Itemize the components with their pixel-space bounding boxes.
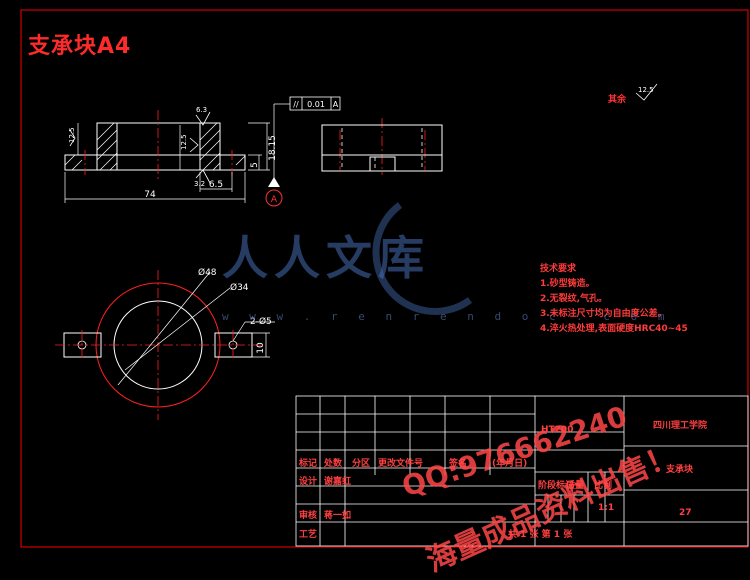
roughness-symbols	[69, 83, 658, 184]
dim-diameter-48: Ø48	[198, 267, 217, 278]
tolerance-datum: A	[333, 100, 339, 109]
title-block-stage-mark: 阶段标记	[538, 481, 575, 491]
title-block-cell: 蒋一如	[324, 511, 352, 521]
title-block-cell: 处数	[324, 459, 343, 469]
dim-step: 5	[250, 162, 260, 168]
tech-requirement-item: 4.淬火热处理,表面硬度HRC40~45	[540, 324, 688, 334]
title-block-cell: (年月日)	[492, 459, 528, 469]
tolerance-symbol: //	[293, 100, 299, 109]
tolerance-frame: // 0.01 A	[289, 96, 341, 111]
title-block-drawing-no: 27	[679, 508, 692, 518]
drawing-canvas: A // 0.01 A 6.3 12.5 12.5 3.2 12.5 其余 74…	[20, 9, 749, 548]
section-dimensions	[64, 103, 290, 203]
dim-total-length: 74	[144, 190, 156, 200]
dim-holes: 2-Ø5	[250, 316, 272, 327]
drawing-title: 支承块A4	[28, 34, 132, 59]
title-block-scale-label: 比例	[594, 481, 613, 491]
title-block-sheets: 共 1 张 第 1 张	[508, 530, 573, 540]
roughness-b: 12.5	[180, 134, 188, 150]
cad-drawing: A // 0.01 A 6.3 12.5 12.5 3.2 12.5 其余 74…	[20, 9, 749, 579]
datum-label: A	[271, 195, 278, 205]
title-block-scale-value: 1:1	[598, 503, 615, 513]
roughness-c: 12.5	[68, 127, 76, 143]
title-block-cell: 签名	[449, 459, 468, 469]
title-block-cell: 审核	[299, 511, 318, 521]
title-block-cell: 标记	[299, 459, 318, 469]
side-view	[321, 124, 443, 172]
section-hatching	[64, 122, 246, 171]
section-view	[64, 122, 246, 171]
title-block-cell: 工艺	[299, 530, 318, 540]
title-block-part-name: 支承块	[666, 465, 694, 475]
title-block-cell: 更改文件号	[378, 459, 424, 469]
roughness-other-value: 12.5	[638, 86, 654, 94]
title-block	[295, 395, 749, 547]
tech-requirements-heading: 技术要求	[540, 264, 577, 274]
dim-slot: 10	[256, 342, 266, 354]
roughness-other-label: 其余	[608, 93, 627, 105]
dim-height: 18.15	[268, 135, 278, 161]
tech-requirement-item: 3.未标注尺寸均为自由度公差。	[540, 309, 667, 319]
title-block-material: HT200	[541, 425, 574, 435]
watermark-logo-arc	[372, 202, 473, 315]
tech-requirements: 技术要求 1.砂型铸造。 2.无裂纹,气孔。 3.未标注尺寸均为自由度公差。 4…	[540, 262, 688, 337]
title-block-mass: 质量	[566, 481, 585, 491]
watermark-url: w w w . r e n r e n d o c . c o m	[222, 310, 672, 323]
dim-diameter-34: Ø34	[230, 282, 249, 293]
roughness-a: 6.3	[196, 106, 207, 114]
side-view-hidden	[341, 128, 423, 171]
outer-frame	[20, 9, 749, 548]
tech-requirement-item: 2.无裂纹,气孔。	[540, 294, 608, 304]
top-view-centerlines	[55, 270, 262, 420]
datum-marker: A	[265, 177, 283, 207]
roughness-d: 3.2	[194, 180, 205, 188]
dim-offset: 6.5	[209, 180, 223, 190]
title-block-cell: 谢嘉虹	[324, 477, 352, 487]
title-block-school: 四川理工学院	[653, 421, 708, 431]
tolerance-value: 0.01	[307, 100, 325, 109]
title-block-cell: 设计	[299, 477, 318, 487]
center-lines	[84, 110, 426, 180]
top-view-dimensions	[117, 271, 275, 386]
tech-requirement-item: 1.砂型铸造。	[540, 279, 595, 289]
title-block-cell: 分区	[352, 459, 371, 469]
watermark-text: 人人文库	[222, 231, 430, 285]
